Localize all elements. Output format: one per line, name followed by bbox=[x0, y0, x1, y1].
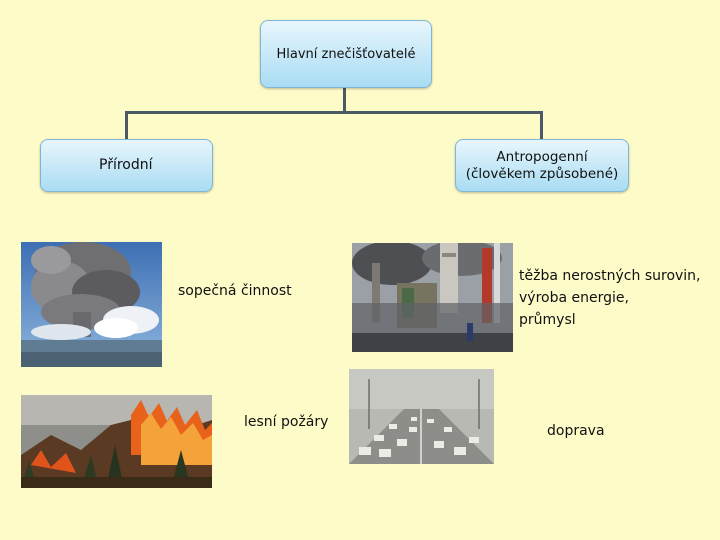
caption-volcanic-activity: sopečná činnost bbox=[178, 280, 292, 302]
traffic-smog-photo bbox=[349, 369, 494, 464]
forest-fire-photo bbox=[21, 395, 212, 488]
anthropogenic-node-label-line-2: (člověkem způsobené) bbox=[466, 166, 619, 183]
caption-industry-line-3: průmysl bbox=[519, 309, 701, 331]
caption-industry: těžba nerostných surovin, výroba energie… bbox=[519, 265, 701, 331]
connector-left-down bbox=[125, 111, 128, 139]
caption-industry-line-1: těžba nerostných surovin, bbox=[519, 265, 701, 287]
caption-industry-line-2: výroba energie, bbox=[519, 287, 701, 309]
anthropogenic-node: Antropogenní (člověkem způsobené) bbox=[455, 139, 629, 192]
root-node-label: Hlavní znečišťovatelé bbox=[276, 46, 415, 63]
volcano-eruption-photo bbox=[21, 242, 162, 367]
caption-transport: doprava bbox=[547, 420, 605, 442]
connector-root-down bbox=[343, 88, 346, 112]
connector-right-down bbox=[540, 111, 543, 139]
industry-smokestacks-photo bbox=[352, 243, 513, 352]
caption-forest-fires: lesní požáry bbox=[244, 411, 328, 433]
anthropogenic-node-label-line-1: Antropogenní bbox=[466, 149, 619, 166]
root-node: Hlavní znečišťovatelé bbox=[260, 20, 432, 88]
connector-horizontal bbox=[125, 111, 543, 114]
natural-node-label: Přírodní bbox=[99, 157, 153, 174]
natural-node: Přírodní bbox=[40, 139, 213, 192]
